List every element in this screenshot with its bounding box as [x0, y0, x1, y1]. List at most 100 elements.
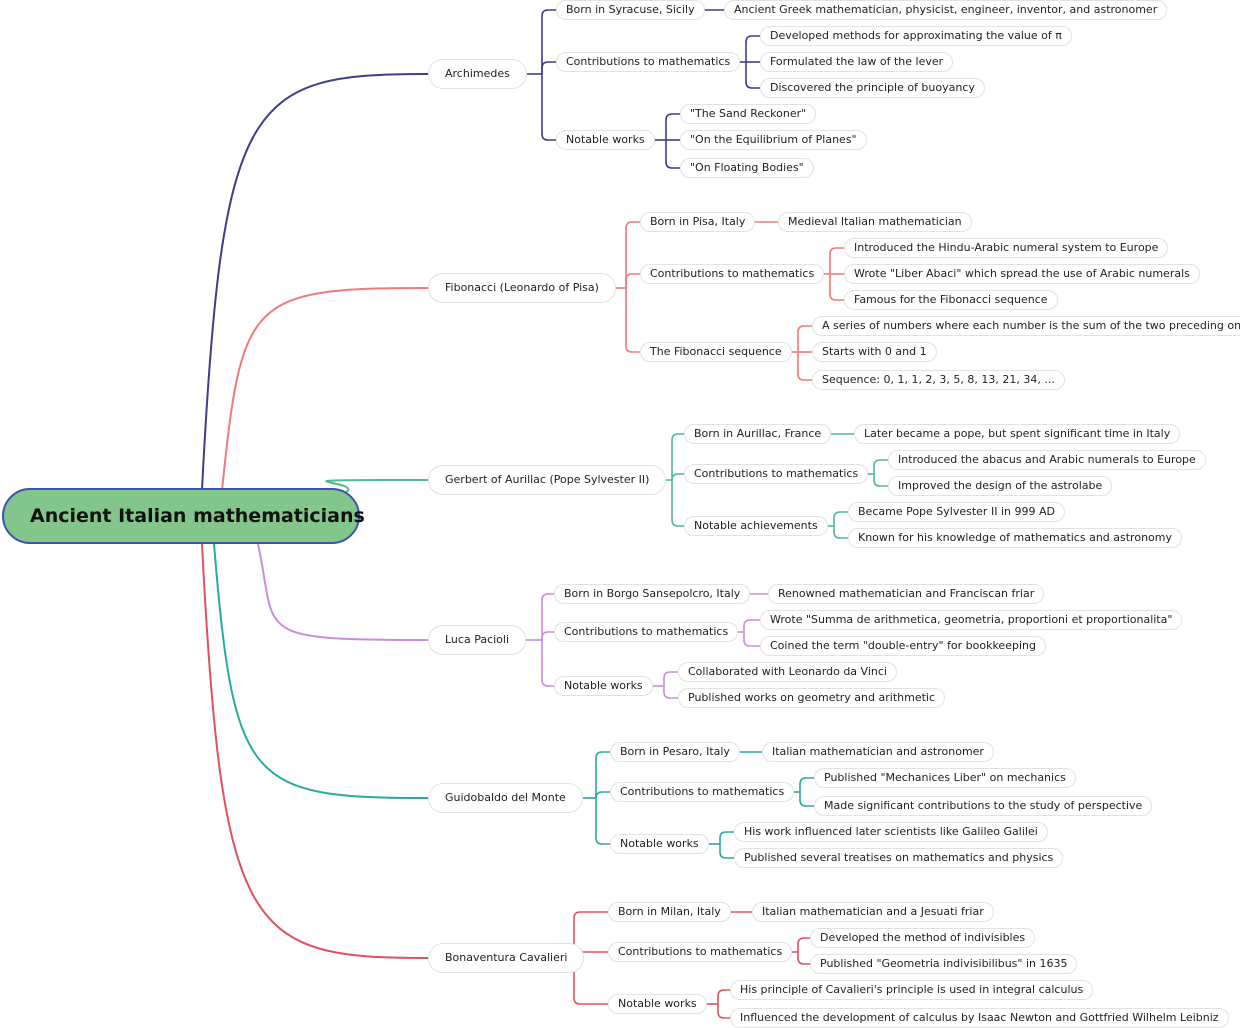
connector-branch — [541, 61, 556, 74]
detail-a-series-of-numbers-where-each-number-is[interactable]: A series of numbers where each number is… — [812, 316, 1240, 336]
subtopic-the-fibonacci-sequence[interactable]: The Fibonacci sequence — [640, 342, 792, 362]
detail-sequence-0-1-1-2-3-5-8-13-21-34[interactable]: Sequence: 0, 1, 1, 2, 3, 5, 8, 13, 21, 3… — [812, 370, 1065, 390]
connector-branch — [541, 631, 554, 640]
connector-branch — [573, 911, 608, 958]
topic-archimedes[interactable]: Archimedes — [428, 59, 527, 89]
root-topic[interactable]: Ancient Italian mathematicians — [2, 488, 365, 544]
connector-branch — [743, 619, 760, 632]
connector-branch — [717, 1004, 730, 1019]
connector-branch — [799, 777, 814, 792]
subtopic-notable-works[interactable]: Notable works — [610, 834, 709, 854]
detail-developed-methods-for-approximating-the-[interactable]: Developed methods for approximating the … — [760, 26, 1072, 46]
connector-branch — [719, 831, 734, 844]
detail-published-geometria-indivisibilibus-in-1[interactable]: Published "Geometria indivisibilibus" in… — [810, 954, 1078, 974]
subtopic-born-in-syracuse-sicily[interactable]: Born in Syracuse, Sicily — [556, 0, 705, 20]
connector-branch — [541, 74, 556, 141]
connector-branch — [541, 593, 554, 640]
connector-branch — [833, 511, 848, 526]
subtopic-notable-works[interactable]: Notable works — [556, 130, 655, 150]
topic-luca-pacioli[interactable]: Luca Pacioli — [428, 625, 527, 655]
subtopic-born-in-borgo-sansepolcro-italy[interactable]: Born in Borgo Sansepolcro, Italy — [554, 584, 751, 604]
connector-root-luca-pacioli — [257, 543, 429, 641]
detail-famous-for-the-fibonacci-sequence[interactable]: Famous for the Fibonacci sequence — [844, 290, 1058, 310]
connector-root-bonaventura-cavalieri — [201, 543, 429, 959]
subtopic-contributions-to-mathematics[interactable]: Contributions to mathematics — [554, 622, 739, 642]
connector-branch — [829, 274, 844, 301]
subtopic-notable-works[interactable]: Notable works — [554, 676, 653, 696]
detail-wrote-liber-abaci-which-spread-the-use-o[interactable]: Wrote "Liber Abaci" which spread the use… — [844, 264, 1200, 284]
connector-branch — [671, 433, 684, 480]
connector-branch — [663, 671, 678, 686]
connector-branch — [797, 937, 810, 952]
connector-branch — [573, 958, 608, 1005]
subtopic-contributions-to-mathematics[interactable]: Contributions to mathematics — [608, 942, 793, 962]
subtopic-contributions-to-mathematics[interactable]: Contributions to mathematics — [684, 464, 869, 484]
detail-introduced-the-abacus-and-arabic-numeral[interactable]: Introduced the abacus and Arabic numeral… — [888, 450, 1206, 470]
connector-branch — [719, 844, 734, 859]
subtopic-born-in-milan-italy[interactable]: Born in Milan, Italy — [608, 902, 731, 922]
detail-on-floating-bodies[interactable]: "On Floating Bodies" — [680, 158, 814, 178]
detail-developed-the-method-of-indivisibles[interactable]: Developed the method of indivisibles — [810, 928, 1036, 948]
detail-made-significant-contributions-to-the-st[interactable]: Made significant contributions to the st… — [814, 796, 1153, 816]
detail-formulated-the-law-of-the-lever[interactable]: Formulated the law of the lever — [760, 52, 954, 72]
detail-medieval-italian-mathematician[interactable]: Medieval Italian mathematician — [778, 212, 972, 232]
subtopic-born-in-pisa-italy[interactable]: Born in Pisa, Italy — [640, 212, 756, 232]
connector-branch — [873, 474, 888, 487]
connector-root-guidobaldo-del-monte — [213, 543, 429, 799]
connector-branch — [717, 989, 730, 1004]
connector-branch — [829, 247, 844, 274]
detail-became-pope-sylvester-ii-in-999-ad[interactable]: Became Pope Sylvester II in 999 AD — [848, 502, 1065, 522]
detail-his-work-influenced-later-scientists-lik[interactable]: His work influenced later scientists lik… — [734, 822, 1048, 842]
connector-branch — [541, 9, 556, 74]
detail-known-for-his-knowledge-of-mathematics-a[interactable]: Known for his knowledge of mathematics a… — [848, 528, 1182, 548]
detail-published-mechanices-liber-on-mechanics[interactable]: Published "Mechanices Liber" on mechanic… — [814, 768, 1076, 788]
detail-collaborated-with-leonardo-da-vinci[interactable]: Collaborated with Leonardo da Vinci — [678, 662, 897, 682]
topic-fibonacci-leonardo-of-pisa[interactable]: Fibonacci (Leonardo of Pisa) — [428, 273, 616, 303]
topic-gerbert-of-aurillac-pope-sylvester-ii[interactable]: Gerbert of Aurillac (Pope Sylvester II) — [428, 465, 667, 495]
detail-italian-mathematician-and-astronomer[interactable]: Italian mathematician and astronomer — [762, 742, 994, 762]
detail-coined-the-term-double-entry-for-bookkee[interactable]: Coined the term "double-entry" for bookk… — [760, 636, 1046, 656]
topic-bonaventura-cavalieri[interactable]: Bonaventura Cavalieri — [428, 943, 585, 973]
connector-branch — [873, 459, 888, 474]
detail-improved-the-design-of-the-astrolabe[interactable]: Improved the design of the astrolabe — [888, 476, 1113, 496]
detail-the-sand-reckoner[interactable]: "The Sand Reckoner" — [680, 104, 817, 124]
connector-branch — [797, 952, 810, 965]
subtopic-contributions-to-mathematics[interactable]: Contributions to mathematics — [556, 52, 741, 72]
subtopic-born-in-aurillac-france[interactable]: Born in Aurillac, France — [684, 424, 832, 444]
detail-later-became-a-pope-but-spent-significan[interactable]: Later became a pope, but spent significa… — [854, 424, 1181, 444]
connector-branch — [595, 751, 610, 798]
connector-branch — [797, 352, 812, 381]
subtopic-contributions-to-mathematics[interactable]: Contributions to mathematics — [610, 782, 795, 802]
connector-branch — [797, 325, 812, 352]
connector-branch — [745, 35, 760, 62]
connector-branch — [625, 273, 640, 288]
connector-branch — [595, 798, 610, 845]
connector-root-fibonacci-leonardo-of-pisa — [221, 287, 429, 491]
detail-italian-mathematician-and-a-jesuati-fria[interactable]: Italian mathematician and a Jesuati fria… — [752, 902, 994, 922]
connector-branch — [833, 526, 848, 539]
connector-root-gerbert-of-aurillac-pope-sylvester-ii — [325, 479, 429, 493]
detail-published-works-on-geometry-and-arithmet[interactable]: Published works on geometry and arithmet… — [678, 688, 946, 708]
connector-branch — [625, 288, 640, 353]
subtopic-notable-works[interactable]: Notable works — [608, 994, 707, 1014]
detail-introduced-the-hindu-arabic-numeral-syst[interactable]: Introduced the Hindu-Arabic numeral syst… — [844, 238, 1169, 258]
detail-renowned-mathematician-and-franciscan-fr[interactable]: Renowned mathematician and Franciscan fr… — [768, 584, 1045, 604]
subtopic-notable-achievements[interactable]: Notable achievements — [684, 516, 828, 536]
detail-his-principle-of-cavalieri-s-principle-i[interactable]: His principle of Cavalieri's principle i… — [730, 980, 1094, 1000]
topic-guidobaldo-del-monte[interactable]: Guidobaldo del Monte — [428, 783, 583, 813]
detail-starts-with-0-and-1[interactable]: Starts with 0 and 1 — [812, 342, 937, 362]
detail-wrote-summa-de-arithmetica-geometria-pro[interactable]: Wrote "Summa de arithmetica, geometria, … — [760, 610, 1183, 630]
subtopic-contributions-to-mathematics[interactable]: Contributions to mathematics — [640, 264, 825, 284]
connector-branch — [671, 473, 684, 481]
subtopic-born-in-pesaro-italy[interactable]: Born in Pesaro, Italy — [610, 742, 740, 762]
connector-branch — [665, 113, 680, 140]
detail-published-several-treatises-on-mathemati[interactable]: Published several treatises on mathemati… — [734, 848, 1064, 868]
detail-discovered-the-principle-of-buoyancy[interactable]: Discovered the principle of buoyancy — [760, 78, 985, 98]
detail-on-the-equilibrium-of-planes[interactable]: "On the Equilibrium of Planes" — [680, 130, 867, 150]
detail-influenced-the-development-of-calculus-b[interactable]: Influenced the development of calculus b… — [730, 1008, 1229, 1028]
detail-ancient-greek-mathematician-physicist-en[interactable]: Ancient Greek mathematician, physicist, … — [724, 0, 1168, 20]
connector-branch — [663, 686, 678, 699]
connector-branch — [745, 62, 760, 89]
connector-branch — [595, 791, 610, 799]
